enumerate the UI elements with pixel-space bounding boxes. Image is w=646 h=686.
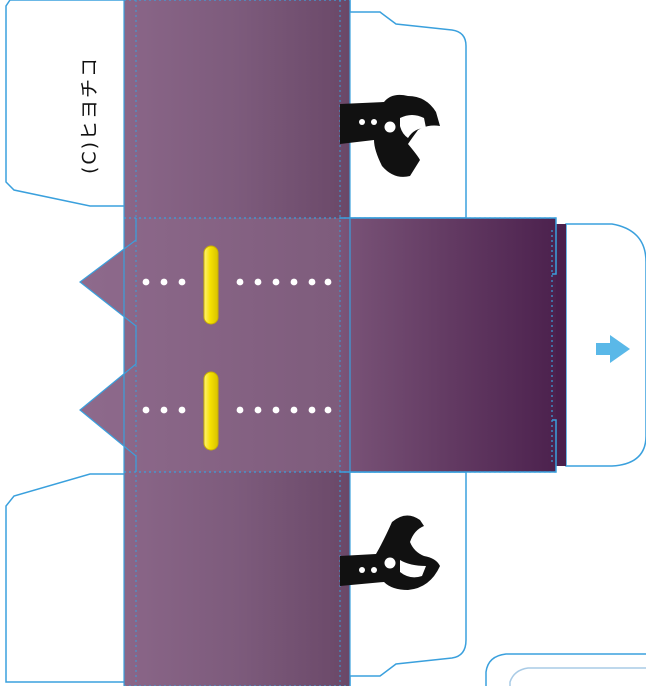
side-panel <box>340 218 566 472</box>
yellow-stitch-bottom <box>203 371 219 451</box>
right-arrow-icon <box>596 335 630 363</box>
claw-top-icon <box>340 94 440 177</box>
yellow-stitch-top <box>203 245 219 325</box>
copyright-label: (C)ヒヨチコ <box>78 55 101 175</box>
stitch-row-bottom <box>142 406 332 414</box>
corner-piece <box>485 653 646 686</box>
top-left-flap <box>5 0 124 207</box>
corner-piece-inner <box>509 667 646 686</box>
stitch-row-top <box>142 278 332 286</box>
claw-bottom-icon <box>340 515 440 590</box>
side-panel-edge <box>556 228 566 464</box>
bottom-left-flap <box>5 473 124 683</box>
zigzag-outline <box>79 218 137 472</box>
side-panel-outline <box>340 217 557 473</box>
